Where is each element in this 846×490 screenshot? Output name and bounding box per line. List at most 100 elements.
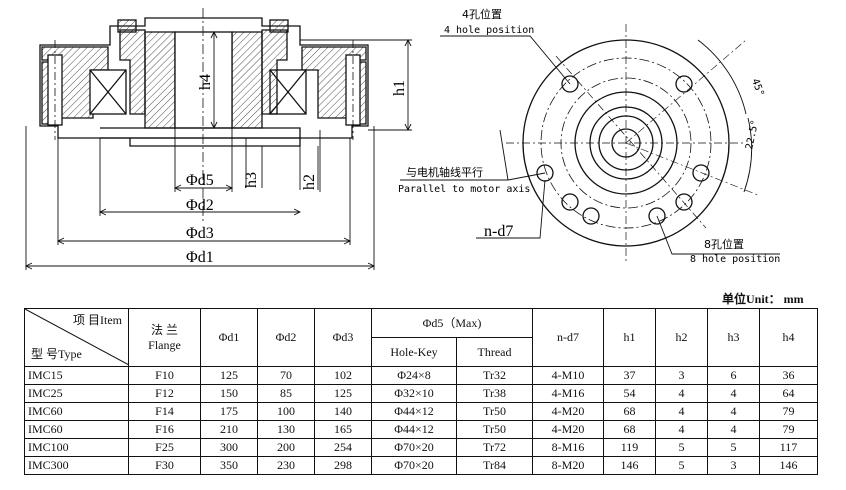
- table-cell: 4: [707, 402, 760, 421]
- table-cell: 200: [257, 438, 315, 457]
- hole4-label-cn: 4孔位置: [462, 7, 502, 21]
- dim-h3-label: h3: [243, 172, 260, 188]
- header-flange-cn: 法 兰: [150, 322, 178, 337]
- table-cell: 4-M20: [532, 402, 604, 421]
- table-cell: 3: [707, 456, 760, 475]
- header-d2: Φd2: [257, 308, 315, 367]
- table-cell: 4-M20: [532, 420, 604, 439]
- table-cell: 210: [200, 420, 258, 439]
- hole4-label-en: 4 hole position: [444, 25, 534, 36]
- table-cell: 68: [603, 402, 656, 421]
- technical-drawing: h4 h1 h3 h2 Φd5 Φd2 Φd3 Φd1: [24, 7, 780, 270]
- table-cell: 5: [655, 438, 708, 457]
- cell-type: IMC15: [24, 366, 129, 385]
- cell-type: IMC60: [24, 402, 129, 421]
- table-cell: F14: [128, 402, 201, 421]
- nd7-label: n-d7: [484, 223, 513, 240]
- table-cell: 5: [707, 438, 760, 457]
- table-cell: 36: [759, 366, 818, 385]
- header-row: 项 目Item 型 号Type 法 兰 Flange Φd1 Φd2 Φd3 Φ…: [24, 308, 818, 367]
- table-cell: Tr84: [456, 456, 533, 475]
- table-cell: 3: [655, 366, 708, 385]
- table-cell: 37: [603, 366, 656, 385]
- table-cell: 68: [603, 420, 656, 439]
- table-cell: Φ32×10: [371, 384, 457, 403]
- angle-22-label: 22.5°: [744, 119, 761, 151]
- header-type: 型 号Type: [31, 347, 82, 361]
- hole8-label-cn: 8孔位置: [704, 237, 744, 251]
- table-cell: Φ44×12: [371, 402, 457, 421]
- table-cell: 298: [314, 456, 372, 475]
- header-d3: Φd3: [314, 308, 372, 367]
- cell-type: IMC25: [24, 384, 129, 403]
- table-cell: F10: [128, 366, 201, 385]
- table-cell: 117: [759, 438, 818, 457]
- spec-table: 项 目Item 型 号Type 法 兰 Flange Φd1 Φd2 Φd3 Φ…: [24, 308, 818, 475]
- table-cell: 300: [200, 438, 258, 457]
- table-cell: 64: [759, 384, 818, 403]
- table-cell: 350: [200, 456, 258, 475]
- header-d5: Φd5（Max): [371, 308, 533, 338]
- table-cell: 5: [655, 456, 708, 475]
- header-thread: Thread: [456, 337, 533, 367]
- table-cell: Φ70×20: [371, 438, 457, 457]
- dim-d5-label: Φd5: [186, 172, 214, 189]
- section-dimensions: [24, 30, 412, 270]
- table-cell: F30: [128, 456, 201, 475]
- table-cell: F16: [128, 420, 201, 439]
- table-cell: Tr38: [456, 384, 533, 403]
- table-cell: 54: [603, 384, 656, 403]
- front-view-annotations: [400, 35, 780, 255]
- cell-type: IMC100: [24, 438, 129, 457]
- table-cell: 102: [314, 366, 372, 385]
- table-cell: Tr72: [456, 438, 533, 457]
- table-cell: 146: [603, 456, 656, 475]
- table-cell: 4-M10: [532, 366, 604, 385]
- table-cell: F12: [128, 384, 201, 403]
- table-cell: 4-M16: [532, 384, 604, 403]
- table-cell: 70: [257, 366, 315, 385]
- header-h1: h1: [603, 308, 656, 367]
- table-cell: 165: [314, 420, 372, 439]
- table-cell: Φ44×12: [371, 420, 457, 439]
- table-cell: F25: [128, 438, 201, 457]
- cell-type: IMC300: [24, 456, 129, 475]
- hole8-label-en: 8 hole position: [690, 254, 780, 265]
- table-cell: Tr32: [456, 366, 533, 385]
- front-view: [506, 24, 746, 262]
- table-cell: 230: [257, 456, 315, 475]
- table-cell: 150: [200, 384, 258, 403]
- dim-d2-label: Φd2: [186, 197, 214, 214]
- table-cell: 79: [759, 420, 818, 439]
- dim-d3-label: Φd3: [186, 225, 214, 242]
- table-cell: 125: [314, 384, 372, 403]
- angle-45-label: 45°: [749, 77, 766, 98]
- unit-label: 单位Unit： mm: [722, 292, 804, 306]
- header-item: 项 目Item: [73, 313, 122, 327]
- dim-h1-label: h1: [391, 80, 408, 96]
- header-corner: 项 目Item 型 号Type: [24, 308, 129, 367]
- table-cell: 254: [314, 438, 372, 457]
- table-cell: 79: [759, 402, 818, 421]
- section-view: [39, 8, 369, 222]
- header-h2: h2: [655, 308, 708, 367]
- header-hole-key: Hole-Key: [371, 337, 457, 367]
- table-cell: 4: [707, 420, 760, 439]
- table-cell: 100: [257, 402, 315, 421]
- header-flange: 法 兰 Flange: [128, 308, 201, 367]
- table-cell: 175: [200, 402, 258, 421]
- parallel-label-cn: 与电机轴线平行: [406, 165, 483, 179]
- header-h4: h4: [759, 308, 818, 367]
- table-cell: 4: [707, 384, 760, 403]
- table-cell: 8-M20: [532, 456, 604, 475]
- table-cell: 4: [655, 384, 708, 403]
- table-cell: 146: [759, 456, 818, 475]
- header-d1: Φd1: [200, 308, 258, 367]
- header-flange-en: Flange: [148, 337, 181, 352]
